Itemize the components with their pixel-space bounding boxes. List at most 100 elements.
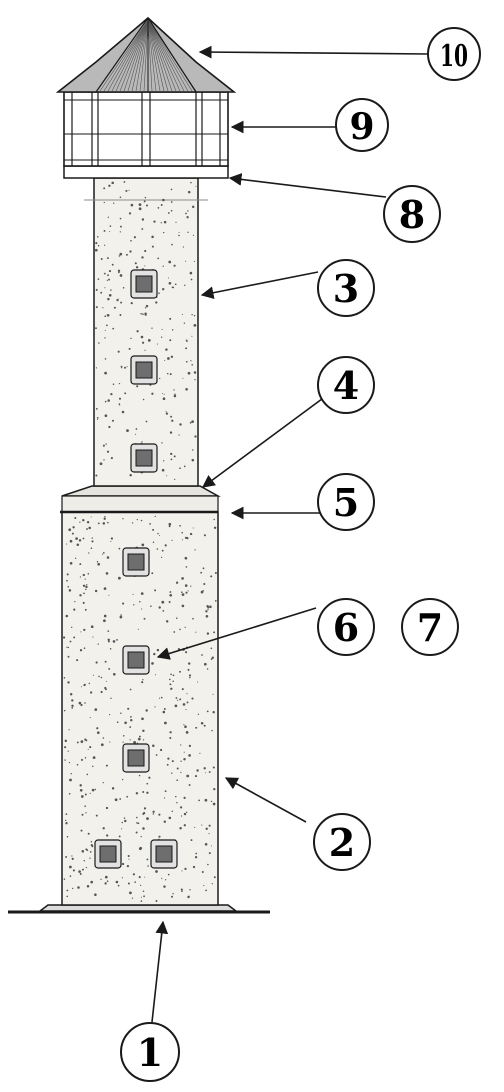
stone-speckle [176,802,178,804]
stone-speckle [163,708,166,710]
stone-speckle [79,594,82,597]
stone-speckle [109,230,111,232]
stone-speckle [64,759,66,761]
stone-speckle [161,549,164,552]
stone-speckle [195,852,198,855]
stone-speckle [69,539,73,543]
stone-speckle [195,726,198,729]
stone-speckle [145,304,149,308]
stone-speckle [142,890,145,893]
stone-speckle [103,517,106,520]
stone-speckle [191,697,194,700]
stone-speckle [169,317,172,320]
stone-speckle [185,811,188,814]
stone-speckle [89,717,91,719]
stone-speckle [84,578,86,580]
stone-speckle [206,710,209,713]
stone-speckle [140,592,144,595]
stone-speckle [127,882,130,885]
stone-speckle [194,856,198,859]
stone-speckle [170,673,172,676]
stone-speckle [67,681,70,684]
stone-speckle [183,724,185,726]
stone-speckle [152,744,155,747]
stone-speckle [103,587,107,590]
stone-speckle [124,392,127,395]
stone-speckle [151,245,154,248]
stone-speckle [143,895,145,898]
stone-speckle [191,335,193,337]
stone-speckle [181,688,184,691]
stone-speckle [161,600,165,604]
stone-speckle [204,843,208,846]
stone-speckle [79,788,83,792]
stone-speckle [102,782,104,784]
stone-speckle [118,397,122,400]
stone-speckle [179,467,181,470]
stone-speckle [110,540,112,543]
stone-speckle [160,204,163,206]
stone-speckle [212,802,216,806]
callout-8-label: 8 [399,192,425,237]
stone-speckle [142,313,144,316]
stone-speckle [203,767,206,770]
stone-speckle [157,207,160,209]
stone-speckle [102,827,105,830]
stone-speckle [211,656,214,659]
stone-speckle [155,900,158,902]
stone-speckle [160,556,163,559]
stone-speckle [97,562,101,566]
stone-speckle [131,522,134,524]
stone-speckle [187,190,191,194]
stone-speckle [192,527,194,529]
stone-speckle [154,589,157,592]
stone-speckle [141,228,144,230]
stone-speckle [170,201,173,203]
stone-speckle [143,807,147,810]
stone-speckle [144,349,146,351]
stone-speckle [107,274,109,277]
stone-speckle [109,648,112,650]
stone-speckle [202,567,205,570]
stone-speckle [135,266,139,269]
stone-speckle [123,817,126,819]
stone-speckle [213,518,215,521]
stone-speckle [102,737,105,739]
stone-speckle [142,729,145,733]
stone-speckle [214,600,217,602]
stone-speckle [195,631,197,633]
stone-speckle [140,335,144,339]
stone-speckle [97,245,100,247]
stone-speckle [108,594,110,596]
stone-speckle [166,475,168,477]
stone-speckle [145,204,149,207]
stone-speckle [69,875,72,877]
stone-speckle [71,626,73,628]
stone-speckle [68,528,72,532]
stone-speckle [68,729,70,731]
stone-speckle [103,459,105,461]
stone-speckle [168,601,171,603]
stone-speckle [174,283,177,286]
stone-speckle [179,524,181,527]
stone-speckle [129,739,131,741]
stone-speckle [200,721,204,725]
stone-speckle [140,835,142,838]
stone-speckle [162,710,166,714]
stone-speckle [186,774,190,778]
stone-speckle [96,561,99,563]
stone-speckle [183,751,185,753]
stone-speckle [167,357,170,360]
stone-speckle [116,298,119,302]
stone-speckle [182,246,185,248]
stone-speckle [171,329,174,331]
stone-speckle [118,403,121,405]
stone-speckle [184,556,188,560]
stone-speckle [119,217,122,220]
arrow-10 [198,45,429,59]
stone-speckle [97,643,99,645]
stone-speckle [146,858,149,861]
arrow-1 [151,920,169,1023]
stone-speckle [118,382,121,385]
stone-speckle [187,231,189,233]
